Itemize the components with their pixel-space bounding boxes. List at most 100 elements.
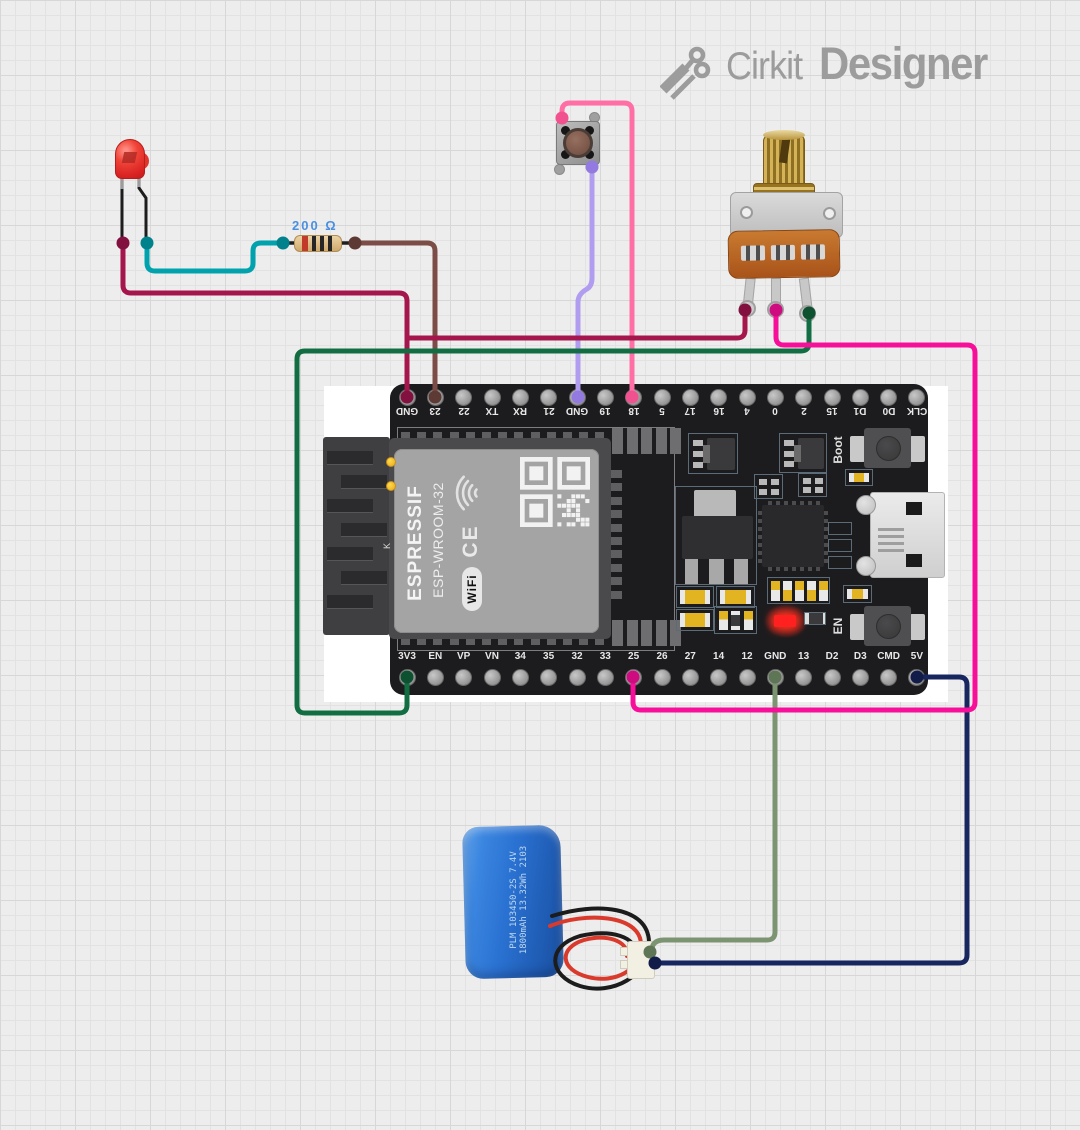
pad [655, 620, 667, 646]
smd-capacitor-group [714, 606, 757, 634]
ic-pin [776, 565, 780, 571]
wire-button-gnd[interactable] [575, 164, 595, 400]
wire-pot-right-3v3[interactable] [294, 310, 812, 716]
pin-bottom-14[interactable] [710, 668, 728, 686]
pin-bottom-32[interactable] [568, 668, 586, 686]
usb-slot [906, 554, 922, 567]
ic-pin [758, 519, 764, 523]
usb-uart-chip [758, 501, 828, 571]
wire-junction-dot [116, 236, 130, 250]
pin-bottom-VN[interactable] [483, 668, 501, 686]
smd-capacitor [676, 609, 714, 631]
pin-bottom-35[interactable] [540, 668, 558, 686]
pin-bottom-D3[interactable] [851, 668, 869, 686]
pin-bottom-CMD[interactable] [880, 668, 898, 686]
pad [612, 428, 623, 454]
pad [655, 428, 667, 454]
pin-top-2[interactable] [795, 388, 813, 406]
ic-pin [816, 501, 820, 507]
resistor-body[interactable] [294, 235, 342, 252]
wire-pot-left-gnd[interactable] [404, 307, 748, 341]
wire-junction-dot [626, 670, 640, 684]
pin-bottom-26[interactable] [653, 668, 671, 686]
pad [610, 563, 622, 572]
boot-button-cap[interactable] [876, 436, 901, 461]
pin-top-D0[interactable] [880, 388, 898, 406]
wire-junction-dot [555, 111, 569, 125]
ic-pin [822, 527, 828, 531]
pin-bottom-13[interactable] [795, 668, 813, 686]
wire-resistor-gpio23[interactable] [352, 240, 438, 400]
wire-junction-dot [276, 236, 290, 250]
button-pin [561, 150, 570, 159]
pin-bottom-27[interactable] [681, 668, 699, 686]
pin-top-D1[interactable] [851, 388, 869, 406]
pin-bottom-EN[interactable] [426, 668, 444, 686]
ic-pin [784, 501, 788, 507]
pad [626, 620, 638, 646]
pin-top-15[interactable] [823, 388, 841, 406]
pad [626, 428, 638, 454]
usb-contact [878, 549, 904, 552]
wire-junction-dot [802, 306, 816, 320]
pin-label: VN [485, 651, 499, 662]
fiducial-dot [386, 481, 396, 491]
button-pin [585, 126, 594, 135]
brand-primary: Cirkit [726, 45, 803, 88]
pin-top-17[interactable] [681, 388, 699, 406]
ic-body [762, 505, 824, 567]
pin-bottom-34[interactable] [511, 668, 529, 686]
antenna-trace [327, 595, 373, 609]
power-led [774, 615, 796, 627]
pin-top-5[interactable] [653, 388, 671, 406]
pad [610, 470, 622, 478]
pin-bottom-33[interactable] [596, 668, 614, 686]
pin-bottom-12[interactable] [738, 668, 756, 686]
wire-led-cathode-gnd[interactable] [120, 240, 410, 400]
transistor-box [779, 433, 827, 473]
pin-label: 33 [599, 651, 611, 662]
en-button-pad [910, 614, 925, 640]
pin-label: 26 [656, 651, 668, 662]
smd-capacitor-row [767, 577, 830, 604]
wire-5v-battery[interactable] [652, 674, 970, 966]
pin-label: 34 [514, 651, 526, 662]
pad [610, 577, 622, 586]
pin-label: 13 [798, 651, 810, 662]
qr-code [520, 457, 590, 527]
wire-junction-dot [768, 670, 782, 684]
boot-button-pad [850, 436, 865, 462]
usb-contact [878, 535, 904, 538]
ic-pin [800, 501, 804, 507]
pushbutton-cap[interactable] [563, 128, 593, 158]
wire-button-gpio18[interactable] [559, 100, 635, 400]
cirkit-logo-icon [660, 46, 711, 100]
pin-bottom-VP[interactable] [455, 668, 473, 686]
pin-top-0[interactable] [766, 388, 784, 406]
pin-top-19[interactable] [596, 388, 614, 406]
usb-contact [878, 528, 904, 531]
pin-top-16[interactable] [710, 388, 728, 406]
pad [610, 523, 622, 532]
pin-top-4[interactable] [738, 388, 756, 406]
fiducial-dot [386, 457, 396, 467]
ic-pin [758, 551, 764, 555]
wire-led-anode-resistor[interactable] [144, 240, 286, 274]
pad [610, 483, 622, 492]
pin-top-RX[interactable] [511, 388, 529, 406]
pin-bottom-D2[interactable] [823, 668, 841, 686]
antenna-trace [341, 523, 387, 537]
esp32-antenna [323, 437, 390, 635]
pin-top-21[interactable] [540, 388, 558, 406]
pin-top-22[interactable] [455, 388, 473, 406]
smd-capacitor [845, 469, 873, 486]
pin-top-TX[interactable] [483, 388, 501, 406]
wire-pot-wiper-gpio25[interactable] [630, 307, 978, 713]
pin-label: 14 [713, 651, 725, 662]
usb-mount-left-top [856, 495, 876, 515]
pad [610, 510, 622, 519]
en-button-cap[interactable] [876, 614, 901, 639]
wire-gnd-battery[interactable] [648, 674, 778, 954]
smd-capacitor [676, 586, 714, 608]
pin-top-CLK[interactable] [908, 388, 926, 406]
